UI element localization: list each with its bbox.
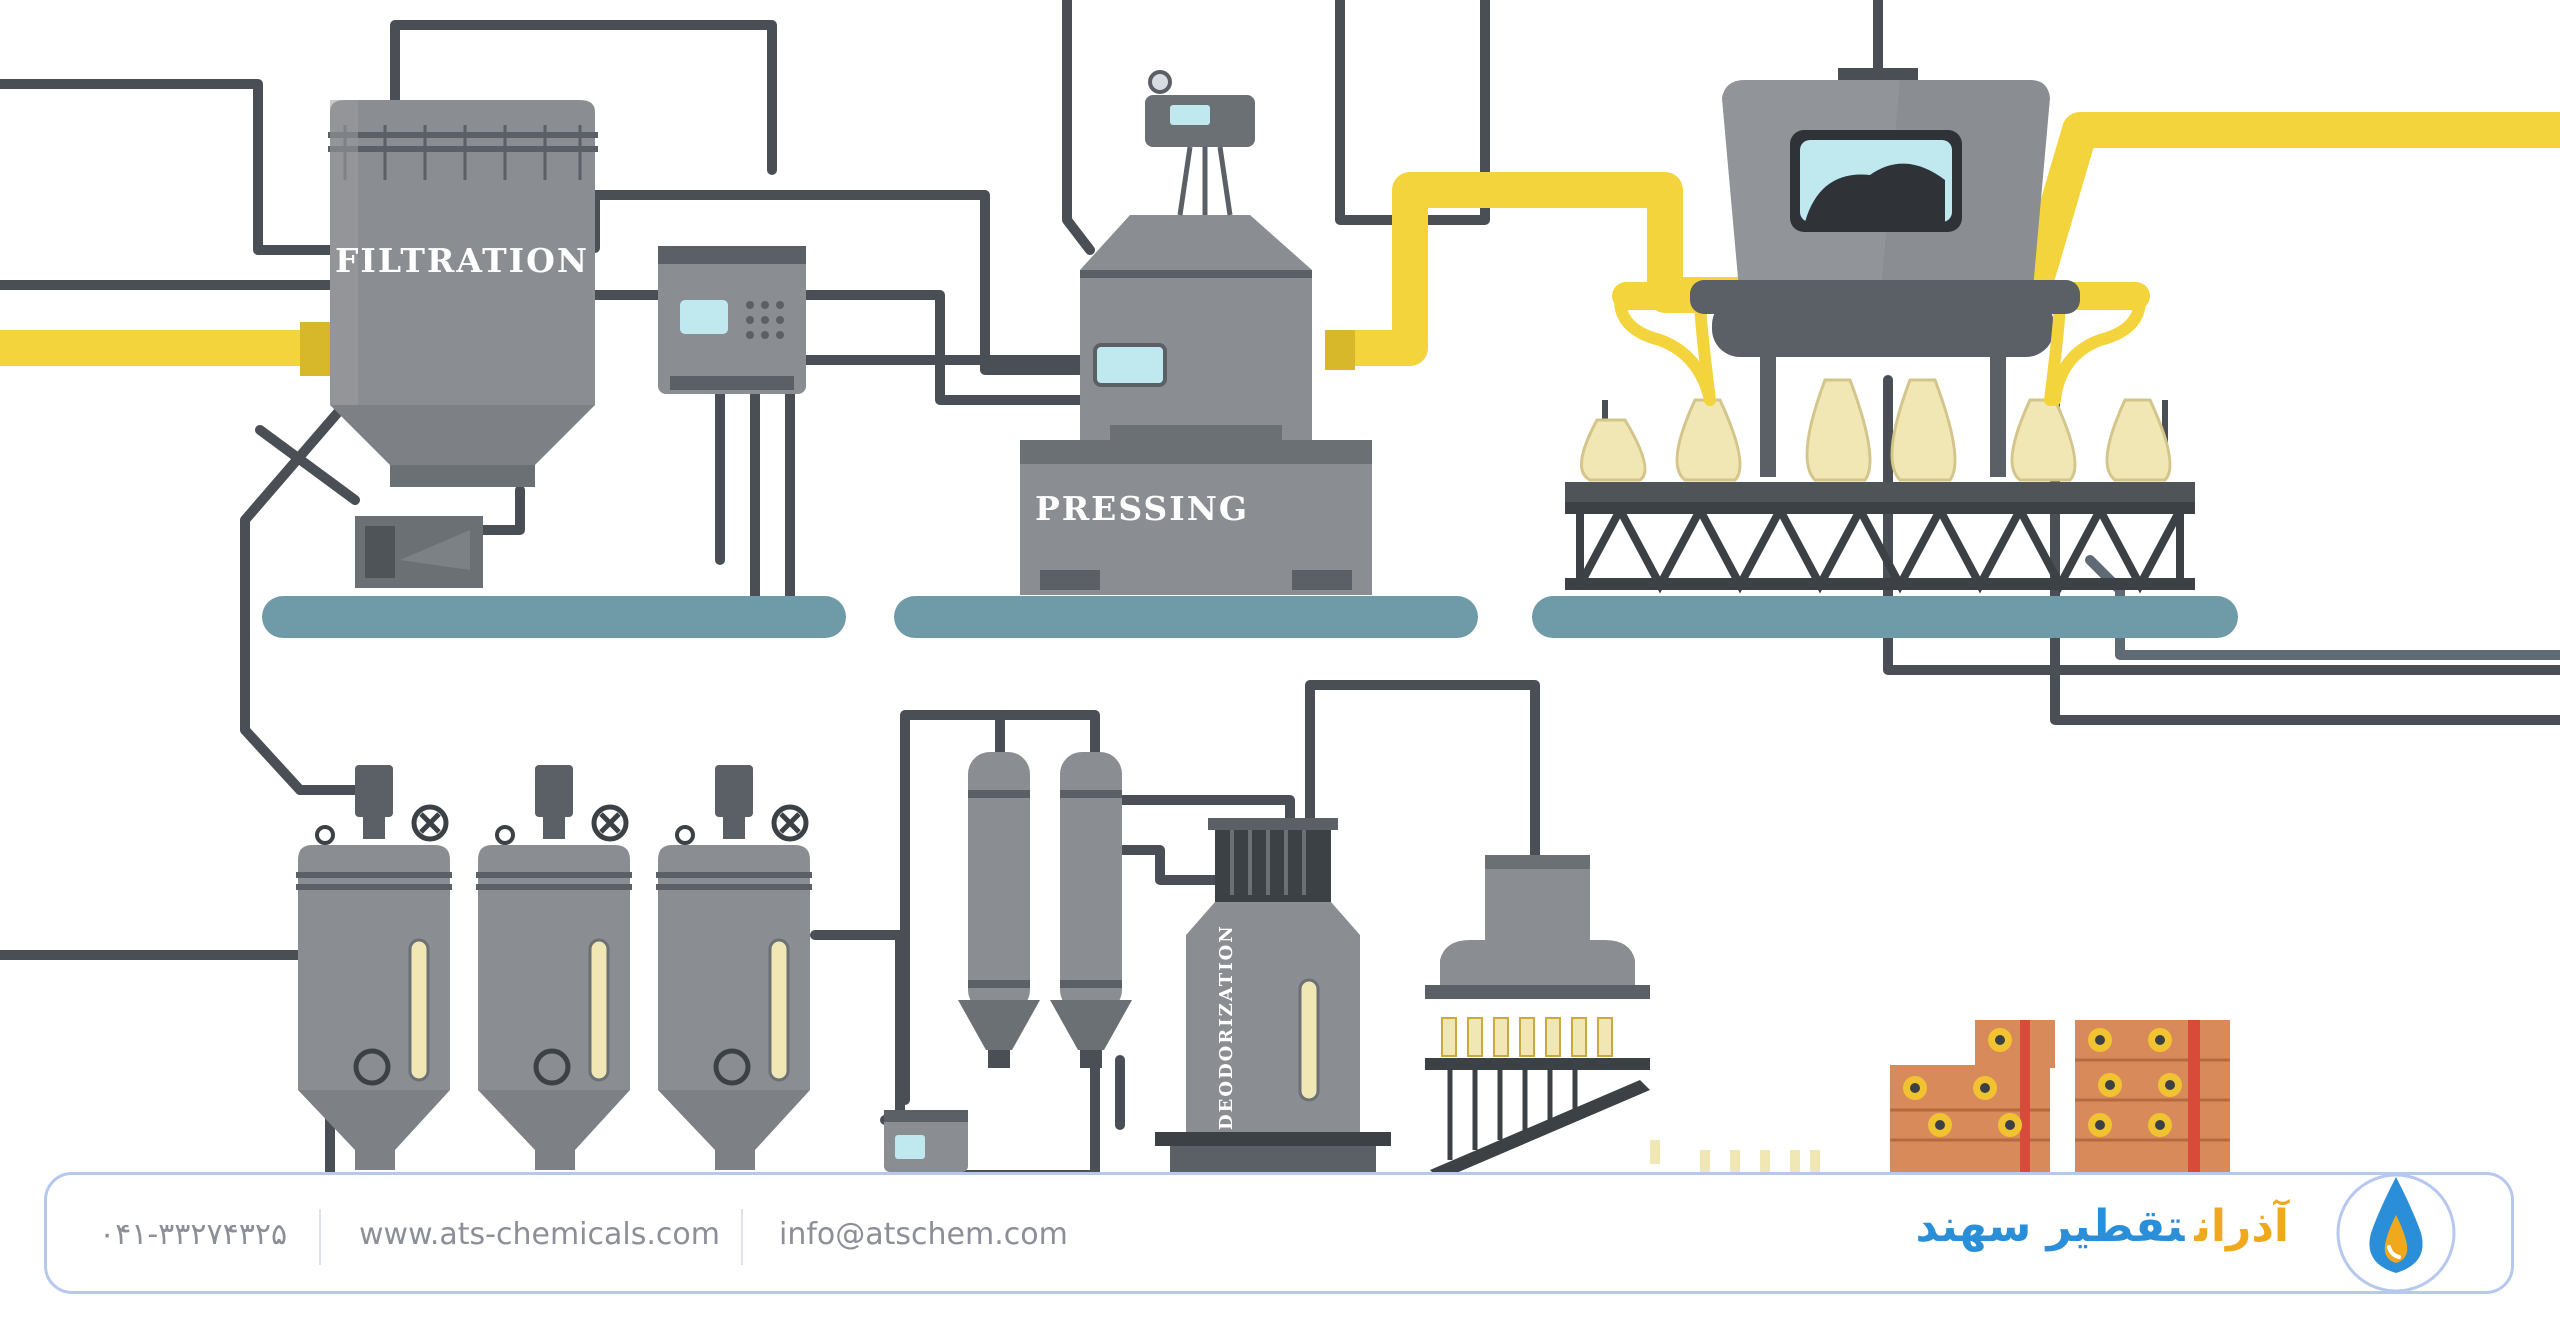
conveyor-truss [1565,501,2195,594]
pressing-label: PRESSING [1035,489,1249,528]
settling-tank-1 [296,765,452,1170]
filtration-tank: FILTRATION [328,100,598,487]
hopper-filling-station [1565,68,2195,594]
settling-tank-3 [656,765,812,1170]
email-link[interactable]: info@atschem.com [779,1217,1068,1252]
contact-footer-bar: ۰۴۱-۳۳۲۷۴۳۲۵ www.ats-chemicals.com info@… [44,1172,2514,1294]
pressure-gauge-icon [1145,70,1255,216]
bottling-machine [1425,855,1820,1180]
phone-number: ۰۴۱-۳۳۲۷۴۳۲۵ [99,1217,288,1252]
control-panel-2 [884,1110,968,1172]
oil-drop-logo-icon [2336,1173,2456,1293]
yellow-pipe-joint [300,322,330,376]
control-panel-1 [658,246,806,394]
small-box-unit [355,516,483,588]
brand-name: آذرانتقطیر سهند [1916,1201,2289,1261]
website-link[interactable]: www.ats-chemicals.com [359,1217,720,1252]
divider [741,1209,743,1265]
settling-tanks [296,765,812,1170]
distillation-columns [958,752,1132,1068]
brand-name-part2: تقطیر سهند [1915,1201,2185,1252]
filtration-label: FILTRATION [335,241,589,280]
platforms [262,596,2238,638]
brand-name-part1: آذران [2194,1201,2289,1252]
oil-crates [1890,1020,2230,1175]
pressing-machine: PRESSING [1020,70,1372,595]
deodorization-label: DEODORIZATION [1216,924,1237,1130]
settling-tank-2 [476,765,632,1170]
divider [319,1209,321,1265]
yellow-pipe-joint [1325,330,1355,370]
deodorization-tank: DEODORIZATION [1155,818,1391,1172]
